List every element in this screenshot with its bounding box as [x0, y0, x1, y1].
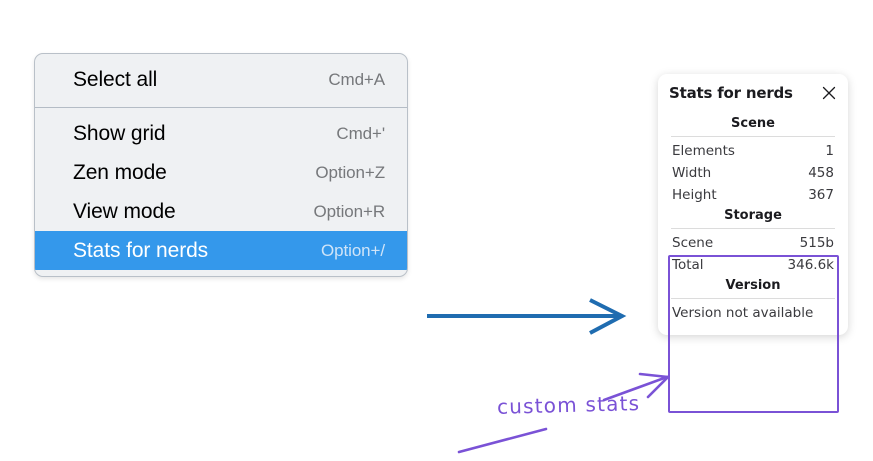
menu-item-shortcut: Option+/: [321, 240, 385, 260]
menu-item-shortcut: Cmd+': [336, 123, 385, 143]
stat-row-height: Height 367: [669, 184, 837, 206]
section-heading-storage: Storage: [724, 208, 782, 223]
menu-item-shortcut: Option+Z: [315, 162, 385, 182]
stat-row-storage-total: Total 346.6k: [669, 254, 837, 276]
menu-section-2: Show grid Cmd+' Zen mode Option+Z View m…: [35, 108, 407, 276]
stat-key: Scene: [672, 235, 714, 251]
section-heading-version: Version: [725, 278, 781, 293]
stat-value: 346.6k: [787, 257, 834, 273]
stat-value: 367: [808, 187, 834, 203]
stat-row-storage-scene: Scene 515b: [669, 232, 837, 254]
stat-value: 515b: [799, 235, 834, 251]
purple-underline-annotation: [457, 427, 548, 454]
menu-item-shortcut: Cmd+A: [328, 69, 385, 89]
menu-divider: [35, 107, 407, 108]
version-value: Version not available: [672, 305, 814, 321]
stat-key: Total: [672, 257, 704, 273]
menu-item-label: Show grid: [73, 121, 166, 145]
menu-item-view-mode[interactable]: View mode Option+R: [35, 192, 407, 231]
menu-item-label: Zen mode: [73, 160, 167, 184]
stats-for-nerds-panel: Stats for nerds Scene Elements 1 Width 4…: [658, 74, 848, 335]
stat-key: Width: [672, 165, 712, 181]
menu-item-zen-mode[interactable]: Zen mode Option+Z: [35, 153, 407, 192]
stat-row-elements: Elements 1: [669, 140, 837, 162]
section-heading-scene: Scene: [731, 116, 775, 131]
section-rule: [671, 228, 835, 229]
stat-row-width: Width 458: [669, 162, 837, 184]
stat-key: Height: [672, 187, 717, 203]
section-rule: [671, 298, 835, 299]
panel-header: Stats for nerds: [669, 84, 837, 102]
menu-item-shortcut: Option+R: [313, 201, 386, 221]
menu-item-label: Stats for nerds: [73, 238, 209, 262]
menu-section-1: Select all Cmd+A: [35, 54, 407, 107]
menu-item-label: View mode: [73, 199, 176, 223]
close-icon[interactable]: [821, 85, 837, 101]
stat-key: Elements: [672, 143, 735, 159]
panel-title: Stats for nerds: [669, 84, 793, 102]
menu-item-label: Select all: [73, 67, 158, 91]
stat-value: 1: [825, 143, 834, 159]
menu-item-select-all[interactable]: Select all Cmd+A: [35, 60, 407, 99]
menu-item-stats-for-nerds[interactable]: Stats for nerds Option+/: [35, 231, 407, 270]
handwritten-custom-stats-label: custom stats: [496, 391, 641, 419]
stat-value: 458: [808, 165, 834, 181]
blue-arrow-annotation: [427, 298, 627, 335]
menu-item-show-grid[interactable]: Show grid Cmd+': [35, 114, 407, 153]
section-rule: [671, 136, 835, 137]
context-menu[interactable]: Select all Cmd+A Show grid Cmd+' Zen mod…: [34, 53, 408, 277]
